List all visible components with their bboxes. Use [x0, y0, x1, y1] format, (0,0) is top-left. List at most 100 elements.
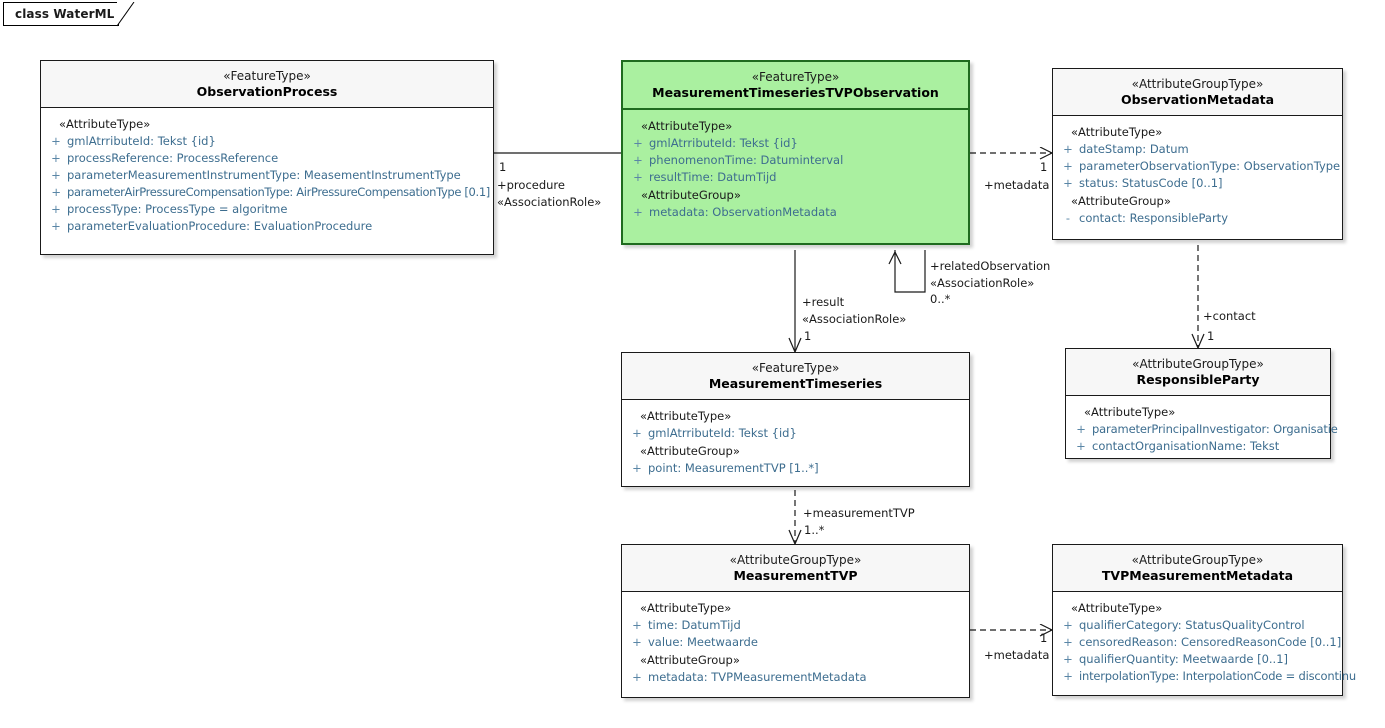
compartment-group-label: «AttributeType» — [641, 119, 733, 133]
connector-multiplicity-result: 1 — [804, 329, 812, 343]
attribute-row: + qualifierCategory: StatusQualityContro… — [1057, 617, 1338, 634]
visibility-marker: + — [1063, 142, 1073, 156]
attribute-signature: censoredReason: CensoredReasonCode [0..1… — [1079, 635, 1342, 649]
class-name: MeasurementTimeseries — [708, 376, 883, 391]
connector-role-observation-metadata: +metadata — [984, 178, 1050, 192]
attribute-row: - contact: ResponsibleParty — [1057, 210, 1338, 227]
class-body-measurement-tvp: «AttributeType» + time: DatumTijd + valu… — [622, 592, 969, 697]
connector-related-observation — [888, 250, 926, 293]
attribute-signature: point: MeasurementTVP [1..*] — [648, 461, 819, 475]
connector-stereotype-result: «AssociationRole» — [802, 312, 907, 326]
attribute-signature: interpolationType: InterpolationCode = d… — [1079, 669, 1356, 683]
connector-role-related-observation: +relatedObservation — [930, 259, 1051, 273]
visibility-marker: + — [51, 168, 61, 182]
attribute-signature: parameterPrincipalInvestigator: Organisa… — [1092, 422, 1338, 436]
class-responsible-party[interactable]: «AttributeGroupType» ResponsibleParty «A… — [1065, 348, 1338, 459]
attribute-row: + qualifierQuantity: Meetwaarde [0..1] — [1057, 651, 1338, 668]
attribute-signature: qualifierQuantity: Meetwaarde [0..1] — [1079, 652, 1289, 666]
visibility-marker: + — [632, 426, 642, 440]
connector-multiplicity-related-observation: 0..* — [930, 292, 951, 306]
attribute-signature: value: Meetwaarde — [648, 635, 758, 649]
attribute-signature: gmlAtrributeId: Tekst {id} — [67, 134, 216, 148]
attribute-row: + value: Meetwaarde — [626, 634, 965, 651]
attribute-signature: qualifierCategory: StatusQualityControl — [1079, 618, 1305, 632]
class-measurement-timeseries-tvp-observation[interactable]: «FeatureType» MeasurementTimeseriesTVPOb… — [621, 60, 970, 245]
class-name: ResponsibleParty — [1136, 372, 1260, 387]
frame-tab-corner-icon — [117, 2, 135, 28]
compartment-group-label: «AttributeType» — [1071, 125, 1163, 139]
connector-role-contact: +contact — [1203, 309, 1256, 323]
class-measurement-timeseries[interactable]: «FeatureType» MeasurementTimeseries «Att… — [621, 352, 970, 487]
attribute-signature: status: StatusCode [0..1] — [1079, 176, 1223, 190]
visibility-marker: + — [51, 202, 61, 216]
compartment-group-label: «AttributeType» — [59, 117, 151, 131]
connector-measurement-tvp — [788, 490, 802, 546]
class-body-observation-process: «AttributeType» + gmlAtrributeId: Tekst … — [41, 108, 493, 254]
connector-multiplicity-contact: 1 — [1207, 329, 1215, 343]
compartment-group-label: «AttributeType» — [640, 601, 732, 615]
visibility-marker: - — [1065, 211, 1071, 225]
connector-stereotype-procedure: «AssociationRole» — [497, 195, 602, 209]
attribute-row: + processType: ProcessType = algoritme — [45, 201, 489, 218]
attribute-signature: contactOrganisationName: Tekst — [1092, 439, 1280, 453]
class-stereotype: «AttributeGroupType» — [1131, 553, 1264, 567]
attribute-row: + contactOrganisationName: Tekst — [1070, 438, 1326, 455]
diagram-frame-tab: class WaterML — [3, 2, 135, 27]
attribute-row: + censoredReason: CensoredReasonCode [0.… — [1057, 634, 1342, 651]
class-stereotype: «FeatureType» — [751, 361, 840, 375]
class-stereotype: «FeatureType» — [223, 69, 311, 83]
compartment-group-label: «AttributeGroup» — [640, 444, 740, 458]
connector-multiplicity-tvp-metadata: 1 — [1040, 631, 1048, 645]
compartment-group-label: «AttributeGroup» — [640, 653, 740, 667]
compartment-group-label: «AttributeType» — [640, 409, 732, 423]
visibility-marker: + — [1063, 176, 1073, 190]
visibility-marker: + — [51, 134, 61, 148]
connector-result — [788, 250, 802, 354]
compartment-group-label: «AttributeGroup» — [641, 188, 741, 202]
connector-role-tvp-metadata: +metadata — [984, 648, 1050, 662]
class-header-observation-process: «FeatureType» ObservationProcess — [41, 61, 493, 108]
class-measurement-tvp[interactable]: «AttributeGroupType» MeasurementTVP «Att… — [621, 544, 970, 698]
connector-multiplicity-procedure: 1 — [499, 160, 507, 174]
attribute-signature: dateStamp: Datum — [1079, 142, 1189, 156]
class-header-measurement-tvp: «AttributeGroupType» MeasurementTVP — [622, 545, 969, 592]
attribute-row: + time: DatumTijd — [626, 617, 965, 634]
attribute-signature: metadata: ObservationMetadata — [649, 205, 837, 219]
visibility-marker: + — [632, 618, 642, 632]
visibility-marker: + — [632, 670, 642, 684]
attribute-row: + metadata: TVPMeasurementMetadata — [626, 669, 965, 686]
attribute-row: + parameterEvaluationProcedure: Evaluati… — [45, 218, 489, 235]
class-stereotype: «AttributeGroupType» — [729, 553, 862, 567]
attribute-row: + parameterMeasurementInstrumentType: Me… — [45, 167, 489, 184]
attribute-signature: parameterMeasurementInstrumentType: Meas… — [67, 168, 461, 182]
visibility-marker: + — [51, 219, 61, 233]
connector-role-procedure: +procedure — [497, 178, 565, 192]
attribute-row: + parameterAirPressureCompensationType: … — [45, 184, 490, 201]
visibility-marker: + — [1063, 159, 1073, 173]
class-header-measurement-timeseries: «FeatureType» MeasurementTimeseries — [622, 353, 969, 400]
compartment-group-label: «AttributeType» — [1084, 405, 1176, 419]
visibility-marker: + — [51, 151, 61, 165]
attribute-signature: processType: ProcessType = algoritme — [67, 202, 288, 216]
visibility-marker: + — [633, 136, 643, 150]
visibility-marker: + — [1063, 669, 1073, 683]
visibility-marker: + — [633, 170, 643, 184]
attribute-row: + interpolationType: InterpolationCode =… — [1057, 668, 1356, 685]
attribute-row: + status: StatusCode [0..1] — [1057, 175, 1338, 192]
class-header-observation-metadata: «AttributeGroupType» ObservationMetadata — [1053, 69, 1342, 116]
attribute-signature: gmlAtrributeId: Tekst {id} — [648, 426, 797, 440]
visibility-marker: + — [1063, 652, 1073, 666]
class-observation-process[interactable]: «FeatureType» ObservationProcess «Attrib… — [40, 60, 494, 255]
class-name: TVPMeasurementMetadata — [1101, 568, 1294, 583]
visibility-marker: + — [633, 205, 643, 219]
class-tvp-measurement-metadata[interactable]: «AttributeGroupType» TVPMeasurementMetad… — [1052, 544, 1356, 696]
compartment-group-label: «AttributeGroup» — [1071, 194, 1171, 208]
connector-role-result: +result — [802, 295, 845, 309]
class-observation-metadata[interactable]: «AttributeGroupType» ObservationMetadata… — [1052, 68, 1343, 240]
class-stereotype: «AttributeGroupType» — [1131, 77, 1264, 91]
attribute-signature: parameterAirPressureCompensationType: Ai… — [67, 185, 490, 199]
attribute-row: + point: MeasurementTVP [1..*] — [626, 460, 965, 477]
class-header-tvp-measurement-metadata: «AttributeGroupType» TVPMeasurementMetad… — [1053, 545, 1342, 592]
attribute-signature: contact: ResponsibleParty — [1079, 211, 1228, 225]
